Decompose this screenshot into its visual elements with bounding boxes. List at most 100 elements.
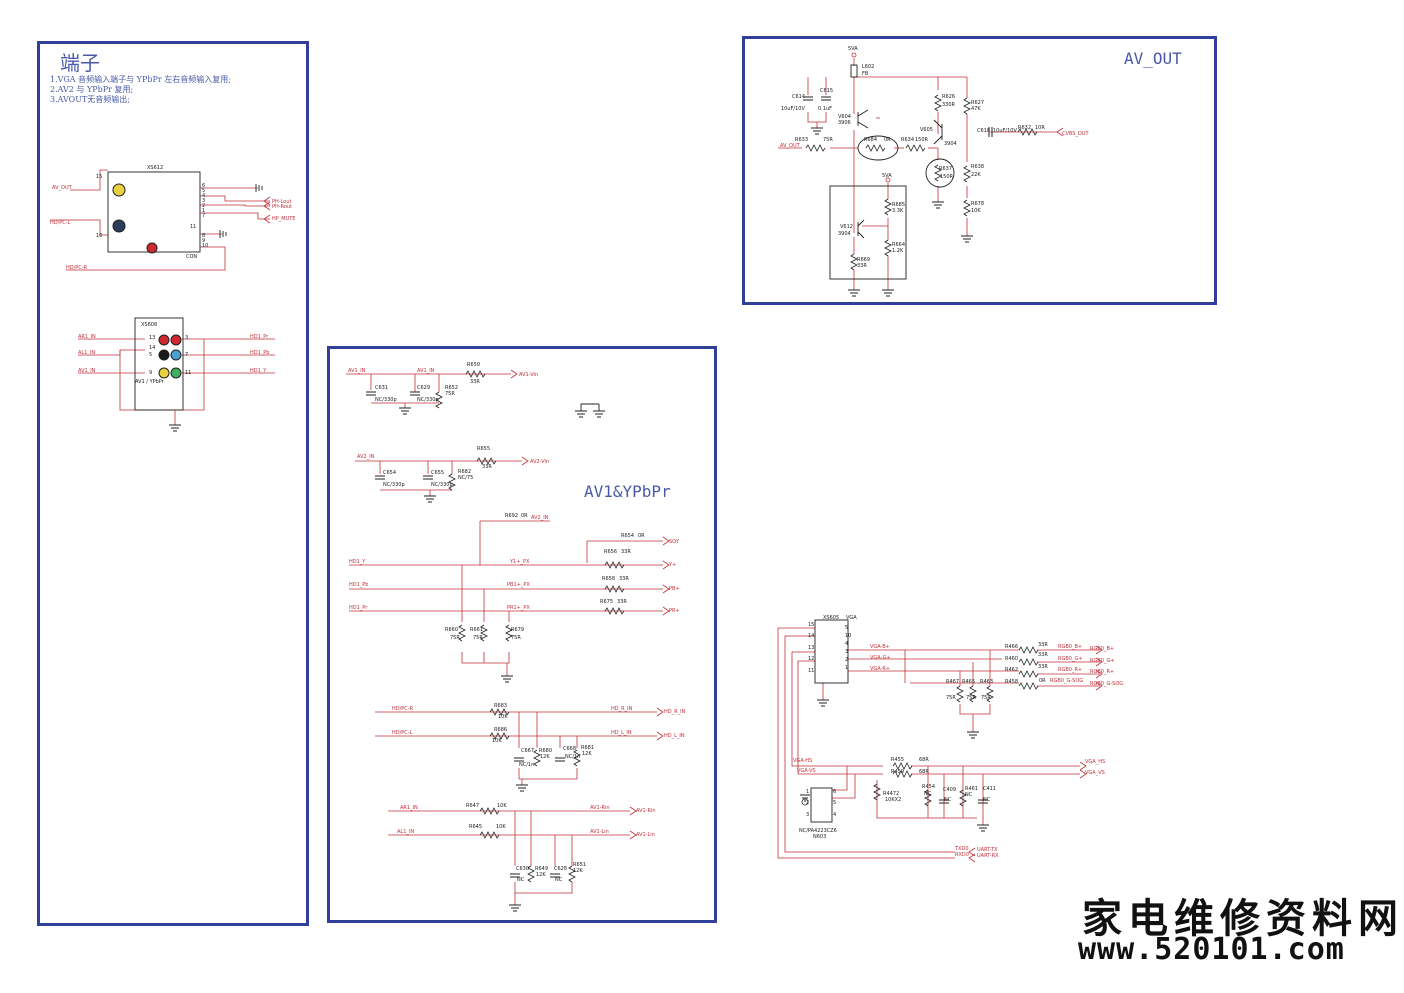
r634-resistor: [905, 144, 926, 152]
value-label: NC/330p: [417, 397, 439, 403]
r649-resistor: [527, 865, 535, 883]
black-jack-icon: [112, 219, 126, 233]
r678-resistor: [963, 199, 971, 217]
value-label: NC/1n: [565, 754, 580, 760]
supply-node-icon: [851, 52, 857, 58]
ref-label: C618: [977, 128, 990, 134]
r4472-resistor: [873, 783, 881, 801]
ref-label: R664: [892, 242, 905, 248]
ref-label: R692: [505, 513, 518, 519]
value-label: 10K: [498, 714, 508, 720]
value-label: 47K: [971, 106, 981, 112]
r656-resistor: [604, 561, 625, 569]
net-label: PR1+_PX: [507, 605, 530, 611]
v612-transistor: [857, 219, 865, 239]
net-label: AV1-Lin: [636, 832, 655, 838]
r675-resistor: [604, 607, 625, 615]
ref-label: N603: [813, 834, 826, 840]
net-label: VGA-R+: [870, 666, 890, 672]
value-label: 0R: [884, 137, 891, 143]
value-label: NC: [517, 877, 525, 883]
value-label: 75R: [445, 391, 455, 397]
ref-label: C631: [375, 385, 388, 391]
net-label: AV1-Rin: [636, 808, 656, 814]
wires: [50, 58, 1100, 905]
ref-label: XS605: [823, 615, 839, 621]
value-label: 75R: [981, 695, 991, 701]
yellow-jack-icon: [112, 183, 126, 197]
pin-marker-icon: [801, 798, 809, 806]
pin-label: 3: [845, 649, 848, 655]
pin-label: 2: [845, 657, 848, 663]
c614-capacitor: [803, 96, 813, 101]
net-label: PB1+_PX: [507, 582, 530, 588]
net-label: VGA-HS: [793, 758, 812, 764]
pin-label: 5: [149, 352, 152, 358]
net-label: AV2_IN: [531, 515, 549, 521]
watermark-url: www.520101.com: [1078, 932, 1345, 967]
net-label: TXD0: [954, 846, 969, 852]
value-label: 12K: [582, 751, 592, 757]
pin-label: 15: [96, 174, 102, 180]
r684-resistor: [865, 144, 886, 152]
ref-label: R682: [458, 469, 471, 475]
r651-resistor: [568, 865, 576, 883]
arrow-icon: [662, 560, 670, 570]
net-label: HD_R_IN: [611, 706, 633, 712]
pin-label: 7: [202, 213, 205, 219]
value-label: 10K: [492, 738, 502, 744]
yellow-jack-icon: [158, 367, 170, 379]
net-label: RGB0_G-SOG: [1050, 678, 1083, 684]
pin-label: 4: [833, 812, 836, 818]
net-label: RGB0_G+: [1058, 656, 1083, 662]
ref-label: R655: [477, 446, 490, 452]
r658-resistor: [604, 585, 625, 593]
ground-icon: [255, 184, 263, 192]
ref-label: C668: [563, 746, 576, 752]
c409-capacitor: [939, 799, 949, 804]
value-label: NC/75: [458, 475, 473, 481]
ref-label: R650: [467, 362, 480, 368]
ground-icon: [811, 127, 823, 135]
value-label: 33R: [621, 549, 631, 555]
value-label: 0R: [1039, 678, 1046, 684]
ref-label: C615: [820, 88, 833, 94]
vga-connector: [814, 619, 849, 684]
net-label: UART-TX: [977, 847, 998, 853]
watermark-title: 家电维修资料网: [1082, 895, 1404, 942]
net-label: CVBS_OUT: [1062, 131, 1090, 137]
value-label: 10K: [971, 208, 981, 214]
ref-label: C630: [516, 866, 529, 872]
ref-label: R654: [621, 533, 634, 539]
r458-resistor: [1018, 682, 1039, 690]
transistors: [857, 109, 943, 239]
pin-label: 3: [185, 335, 188, 341]
r637-resistor: [934, 164, 942, 182]
net-label: AV2-Vin: [530, 459, 549, 465]
c655-capacitor: [423, 475, 433, 480]
supply-node-icon: [885, 177, 891, 183]
value-label: 10R: [1035, 125, 1045, 131]
pin-label: 2: [806, 800, 809, 806]
value-label: NC/330p: [383, 482, 405, 488]
value-label: NC: [965, 792, 973, 798]
ref-label: R633: [795, 137, 808, 143]
value-label: NC: [944, 797, 952, 803]
net-label: AV1-Vin: [519, 372, 538, 378]
ref-label: R680: [539, 748, 552, 754]
value-label: 33R: [619, 576, 629, 582]
value-label: 33R: [617, 599, 627, 605]
net-label: AR1_IN: [78, 334, 96, 340]
ref-label: C655: [431, 470, 444, 476]
ref-label: R649: [535, 866, 548, 872]
value-label: NC: [983, 797, 991, 803]
net-label: HD_L_IN: [664, 733, 685, 739]
r466-resistor: [1018, 646, 1039, 654]
net-label: AR1_IN: [400, 805, 418, 811]
highlight-ellipse: [857, 135, 899, 161]
ref-label: R634: [901, 137, 914, 143]
r669-resistor: [850, 253, 858, 271]
pin-label: 10: [845, 633, 851, 639]
arrow-icon: [521, 456, 529, 466]
value-label: 10KX2: [885, 797, 901, 803]
